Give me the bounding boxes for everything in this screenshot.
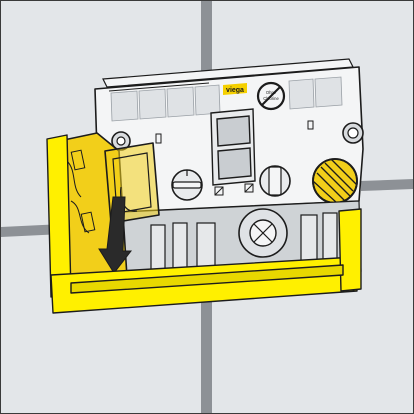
- screw-hole-right: [342, 122, 364, 144]
- no-chlorine-sign-icon: Ohne Chlorine: [256, 81, 286, 111]
- viega-logo-text: viega: [226, 87, 244, 94]
- flush-buttons: [210, 108, 256, 186]
- small-marks: [155, 120, 314, 144]
- rotary-knob-right: [259, 165, 291, 197]
- screw-hole-left: [111, 131, 131, 151]
- sign-text-line1: Ohne: [266, 90, 277, 95]
- label-windows-left: [110, 84, 221, 122]
- grout-right: [361, 179, 413, 191]
- cistern-internals: [100, 200, 362, 280]
- label-windows-right: [288, 76, 343, 110]
- valve-mechanism: [238, 208, 288, 258]
- upper-flush-button: [216, 115, 251, 147]
- viega-logo: viega: [223, 83, 247, 95]
- yellow-installation-frame: [46, 134, 362, 314]
- yellow-adjustment-knob: [312, 158, 358, 204]
- rotary-knob-left: [171, 169, 203, 201]
- lower-flush-button: [217, 147, 252, 180]
- grout-left: [1, 224, 63, 237]
- sign-text-line2: Chlorine: [263, 96, 279, 101]
- direction-marks: [214, 183, 254, 196]
